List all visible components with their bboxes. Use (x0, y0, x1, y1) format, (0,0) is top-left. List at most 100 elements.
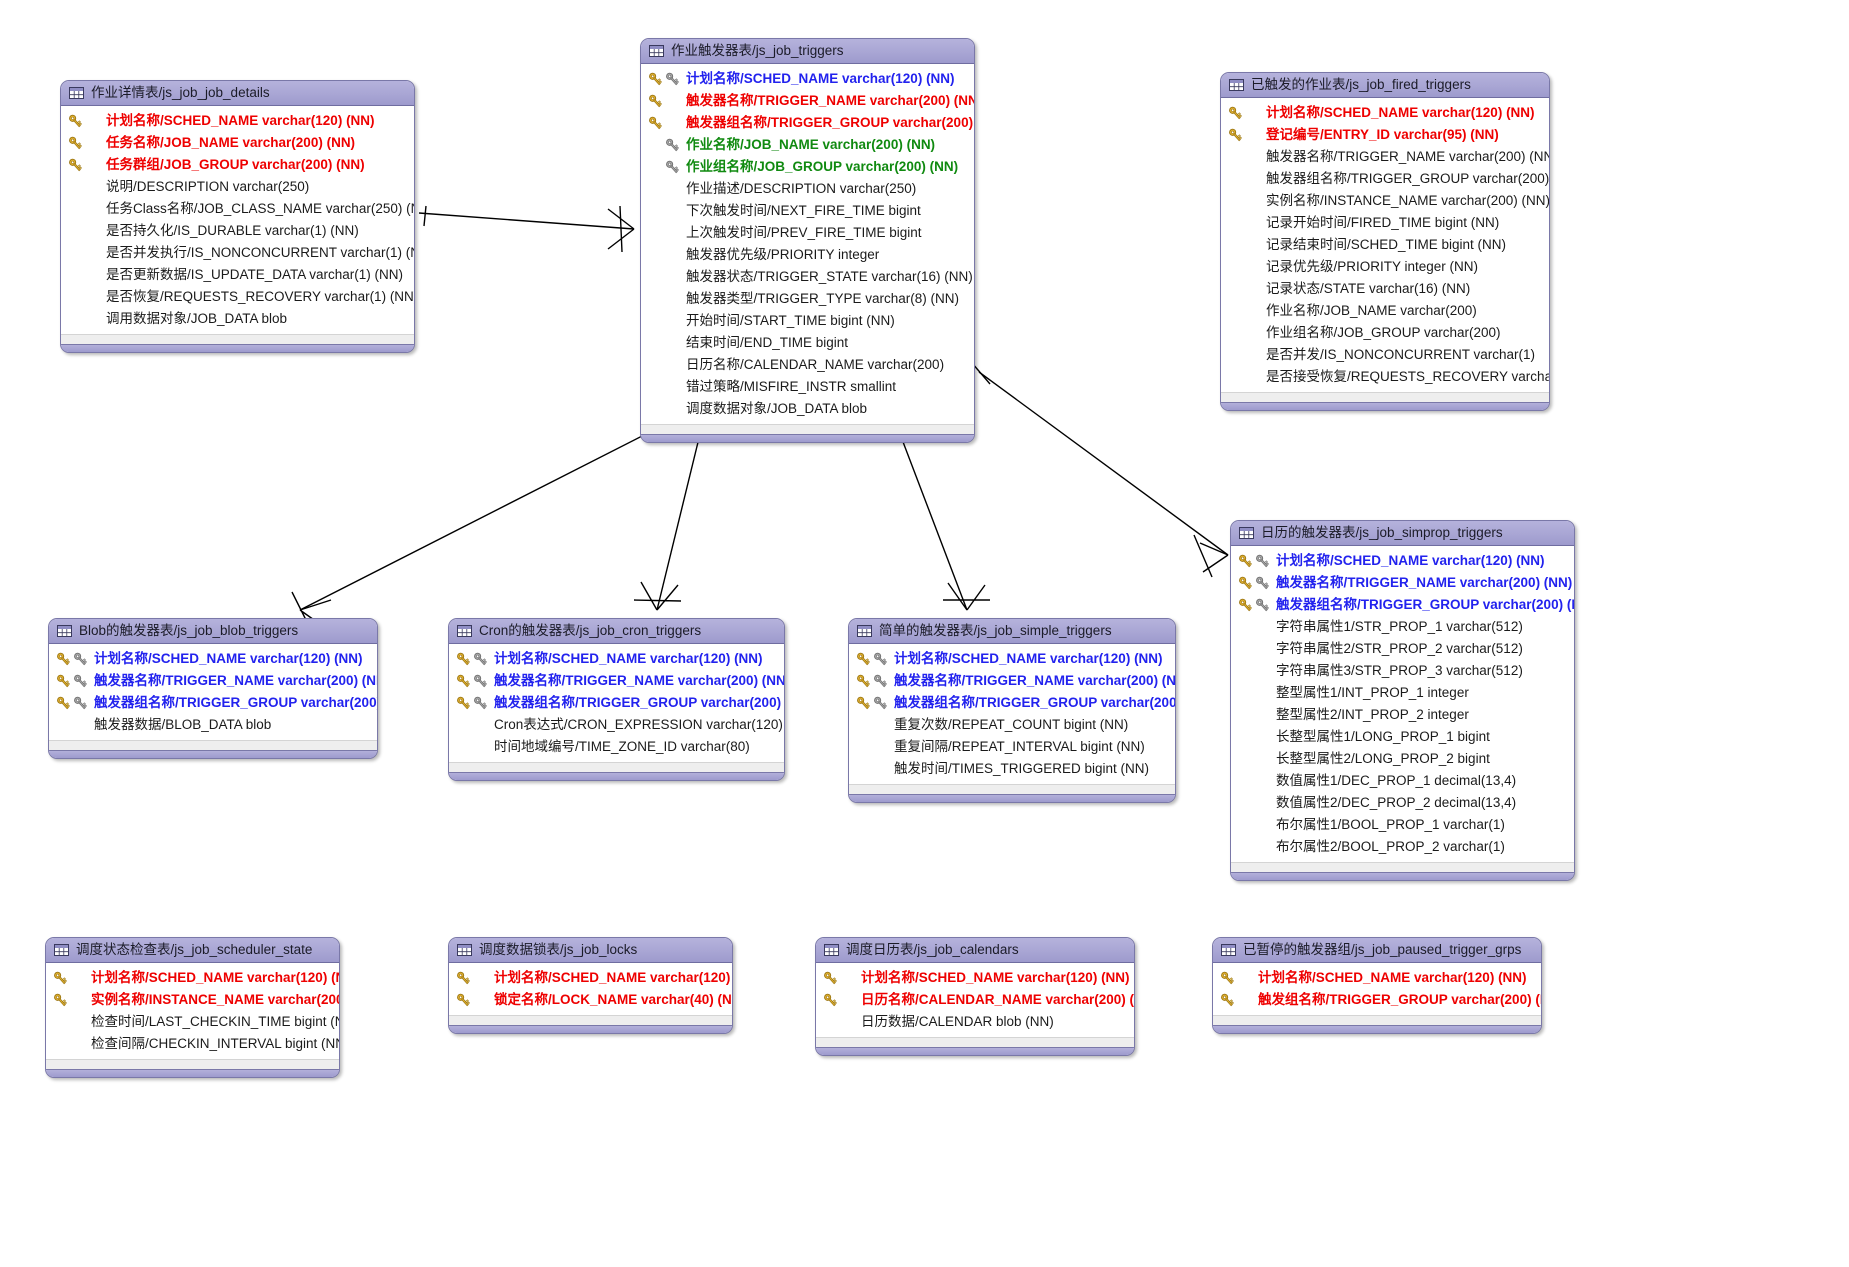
attribute-row[interactable]: 计划名称/SCHED_NAME varchar(120) (NN) (849, 648, 1175, 670)
attribute-row[interactable]: 锁定名称/LOCK_NAME varchar(40) (NN) (449, 989, 732, 1011)
attribute-row[interactable]: 整型属性2/INT_PROP_2 integer (1231, 704, 1574, 726)
attribute-row[interactable]: 是否接受恢复/REQUESTS_RECOVERY varchar(1) (1221, 366, 1549, 388)
attribute-row[interactable]: 触发时间/TIMES_TRIGGERED bigint (NN) (849, 758, 1175, 780)
attribute-row[interactable]: 计划名称/SCHED_NAME varchar(120) (NN) (1221, 102, 1549, 124)
attribute-row[interactable]: 日历名称/CALENDAR_NAME varchar(200) (641, 354, 974, 376)
attribute-row[interactable]: 触发器状态/TRIGGER_STATE varchar(16) (NN) (641, 266, 974, 288)
attribute-row[interactable]: 触发器名称/TRIGGER_NAME varchar(200) (NN) (1231, 572, 1574, 594)
attribute-row[interactable]: 触发器组名称/TRIGGER_GROUP varchar(200) (NN) (449, 692, 784, 714)
attribute-row[interactable]: 触发器组名称/TRIGGER_GROUP varchar(200) (NN) (849, 692, 1175, 714)
entity-job_triggers[interactable]: 作业触发器表/js_job_triggers 计划名称/SCHED_NAME va… (640, 38, 975, 443)
entity-header-job_triggers[interactable]: 作业触发器表/js_job_triggers (641, 39, 974, 64)
attribute-row[interactable]: 触发器数据/BLOB_DATA blob (49, 714, 377, 736)
attribute-row[interactable]: 记录开始时间/FIRED_TIME bigint (NN) (1221, 212, 1549, 234)
entity-scheduler_state[interactable]: 调度状态检查表/js_job_scheduler_state 计划名称/SCHED… (45, 937, 340, 1078)
attribute-row[interactable]: 字符串属性3/STR_PROP_3 varchar(512) (1231, 660, 1574, 682)
attribute-row[interactable]: 重复间隔/REPEAT_INTERVAL bigint (NN) (849, 736, 1175, 758)
attribute-row[interactable]: 是否更新数据/IS_UPDATE_DATA varchar(1) (NN) (61, 264, 414, 286)
attribute-row[interactable]: 说明/DESCRIPTION varchar(250) (61, 176, 414, 198)
entity-calendars[interactable]: 调度日历表/js_job_calendars 计划名称/SCHED_NAME va… (815, 937, 1135, 1056)
entity-header-job_details[interactable]: 作业详情表/js_job_job_details (61, 81, 414, 106)
attribute-row[interactable]: 检查时间/LAST_CHECKIN_TIME bigint (NN) (46, 1011, 339, 1033)
attribute-row[interactable]: 是否持久化/IS_DURABLE varchar(1) (NN) (61, 220, 414, 242)
attribute-row[interactable]: 计划名称/SCHED_NAME varchar(120) (NN) (449, 648, 784, 670)
attribute-row[interactable]: 数值属性2/DEC_PROP_2 decimal(13,4) (1231, 792, 1574, 814)
attribute-row[interactable]: 整型属性1/INT_PROP_1 integer (1231, 682, 1574, 704)
entity-header-paused_trigger_grps[interactable]: 已暂停的触发器组/js_job_paused_trigger_grps (1213, 938, 1541, 963)
attribute-row[interactable]: 数值属性1/DEC_PROP_1 decimal(13,4) (1231, 770, 1574, 792)
attribute-row[interactable]: 作业名称/JOB_NAME varchar(200) (NN) (641, 134, 974, 156)
attribute-row[interactable]: Cron表达式/CRON_EXPRESSION varchar(120) (NN… (449, 714, 784, 736)
attribute-row[interactable]: 计划名称/SCHED_NAME varchar(120) (NN) (641, 68, 974, 90)
entity-simple_triggers[interactable]: 简单的触发器表/js_job_simple_triggers 计划名称/SCHED… (848, 618, 1176, 803)
attribute-row[interactable]: 是否并发/IS_NONCONCURRENT varchar(1) (1221, 344, 1549, 366)
attribute-row[interactable]: 布尔属性1/BOOL_PROP_1 varchar(1) (1231, 814, 1574, 836)
entity-locks[interactable]: 调度数据锁表/js_job_locks 计划名称/SCHED_NAME varch… (448, 937, 733, 1034)
attribute-row[interactable]: 重复次数/REPEAT_COUNT bigint (NN) (849, 714, 1175, 736)
entity-header-fired_triggers[interactable]: 已触发的作业表/js_job_fired_triggers (1221, 73, 1549, 98)
entity-header-locks[interactable]: 调度数据锁表/js_job_locks (449, 938, 732, 963)
attribute-row[interactable]: 计划名称/SCHED_NAME varchar(120) (NN) (61, 110, 414, 132)
attribute-row[interactable]: 下次触发时间/NEXT_FIRE_TIME bigint (641, 200, 974, 222)
attribute-row[interactable]: 调用数据对象/JOB_DATA blob (61, 308, 414, 330)
attribute-row[interactable]: 登记编号/ENTRY_ID varchar(95) (NN) (1221, 124, 1549, 146)
attribute-row[interactable]: 任务群组/JOB_GROUP varchar(200) (NN) (61, 154, 414, 176)
attribute-row[interactable]: 时间地域编号/TIME_ZONE_ID varchar(80) (449, 736, 784, 758)
attribute-row[interactable]: 作业组名称/JOB_GROUP varchar(200) (1221, 322, 1549, 344)
attribute-row[interactable]: 触发器组名称/TRIGGER_GROUP varchar(200) (NN) (49, 692, 377, 714)
attribute-row[interactable]: 触发器组名称/TRIGGER_GROUP varchar(200) (NN) (641, 112, 974, 134)
attribute-row[interactable]: 布尔属性2/BOOL_PROP_2 varchar(1) (1231, 836, 1574, 858)
entity-header-calendars[interactable]: 调度日历表/js_job_calendars (816, 938, 1134, 963)
attribute-row[interactable]: 记录状态/STATE varchar(16) (NN) (1221, 278, 1549, 300)
attribute-row[interactable]: 触发器组名称/TRIGGER_GROUP varchar(200) (NN) (1231, 594, 1574, 616)
attribute-row[interactable]: 计划名称/SCHED_NAME varchar(120) (NN) (816, 967, 1134, 989)
attribute-row[interactable]: 计划名称/SCHED_NAME varchar(120) (NN) (46, 967, 339, 989)
attribute-row[interactable]: 是否恢复/REQUESTS_RECOVERY varchar(1) (NN) (61, 286, 414, 308)
entity-simprop_triggers[interactable]: 日历的触发器表/js_job_simprop_triggers 计划名称/SCHE… (1230, 520, 1575, 881)
attribute-row[interactable]: 作业描述/DESCRIPTION varchar(250) (641, 178, 974, 200)
attribute-row[interactable]: 错过策略/MISFIRE_INSTR smallint (641, 376, 974, 398)
attribute-row[interactable]: 作业组名称/JOB_GROUP varchar(200) (NN) (641, 156, 974, 178)
attribute-row[interactable]: 触发组名称/TRIGGER_GROUP varchar(200) (NN) (1213, 989, 1541, 1011)
entity-paused_trigger_grps[interactable]: 已暂停的触发器组/js_job_paused_trigger_grps 计划名称/… (1212, 937, 1542, 1034)
attribute-row[interactable]: 开始时间/START_TIME bigint (NN) (641, 310, 974, 332)
attribute-row[interactable]: 计划名称/SCHED_NAME varchar(120) (NN) (449, 967, 732, 989)
attribute-row[interactable]: 日历数据/CALENDAR blob (NN) (816, 1011, 1134, 1033)
attribute-row[interactable]: 触发器名称/TRIGGER_NAME varchar(200) (NN) (449, 670, 784, 692)
attribute-row[interactable]: 检查间隔/CHECKIN_INTERVAL bigint (NN) (46, 1033, 339, 1055)
attribute-row[interactable]: 触发器名称/TRIGGER_NAME varchar(200) (NN) (49, 670, 377, 692)
entity-header-scheduler_state[interactable]: 调度状态检查表/js_job_scheduler_state (46, 938, 339, 963)
entity-fired_triggers[interactable]: 已触发的作业表/js_job_fired_triggers 计划名称/SCHED_… (1220, 72, 1550, 411)
attribute-row[interactable]: 字符串属性2/STR_PROP_2 varchar(512) (1231, 638, 1574, 660)
attribute-row[interactable]: 计划名称/SCHED_NAME varchar(120) (NN) (1213, 967, 1541, 989)
attribute-row[interactable]: 长整型属性1/LONG_PROP_1 bigint (1231, 726, 1574, 748)
attribute-row[interactable]: 长整型属性2/LONG_PROP_2 bigint (1231, 748, 1574, 770)
attribute-row[interactable]: 触发器名称/TRIGGER_NAME varchar(200) (NN) (849, 670, 1175, 692)
entity-header-blob_triggers[interactable]: Blob的触发器表/js_job_blob_triggers (49, 619, 377, 644)
attribute-row[interactable]: 结束时间/END_TIME bigint (641, 332, 974, 354)
attribute-row[interactable]: 记录结束时间/SCHED_TIME bigint (NN) (1221, 234, 1549, 256)
entity-header-simprop_triggers[interactable]: 日历的触发器表/js_job_simprop_triggers (1231, 521, 1574, 546)
attribute-row[interactable]: 实例名称/INSTANCE_NAME varchar(200) (NN) (1221, 190, 1549, 212)
attribute-row[interactable]: 触发器名称/TRIGGER_NAME varchar(200) (NN) (641, 90, 974, 112)
entity-job_details[interactable]: 作业详情表/js_job_job_details 计划名称/SCHED_NAME … (60, 80, 415, 353)
entity-header-cron_triggers[interactable]: Cron的触发器表/js_job_cron_triggers (449, 619, 784, 644)
entity-cron_triggers[interactable]: Cron的触发器表/js_job_cron_triggers 计划名称/SCHED… (448, 618, 785, 781)
attribute-row[interactable]: 是否并发执行/IS_NONCONCURRENT varchar(1) (NN) (61, 242, 414, 264)
attribute-row[interactable]: 作业名称/JOB_NAME varchar(200) (1221, 300, 1549, 322)
attribute-row[interactable]: 任务Class名称/JOB_CLASS_NAME varchar(250) (N… (61, 198, 414, 220)
attribute-row[interactable]: 实例名称/INSTANCE_NAME varchar(200) (NN) (46, 989, 339, 1011)
attribute-row[interactable]: 计划名称/SCHED_NAME varchar(120) (NN) (1231, 550, 1574, 572)
entity-header-simple_triggers[interactable]: 简单的触发器表/js_job_simple_triggers (849, 619, 1175, 644)
attribute-row[interactable]: 计划名称/SCHED_NAME varchar(120) (NN) (49, 648, 377, 670)
attribute-row[interactable]: 触发器优先级/PRIORITY integer (641, 244, 974, 266)
attribute-row[interactable]: 触发器类型/TRIGGER_TYPE varchar(8) (NN) (641, 288, 974, 310)
attribute-row[interactable]: 任务名称/JOB_NAME varchar(200) (NN) (61, 132, 414, 154)
entity-blob_triggers[interactable]: Blob的触发器表/js_job_blob_triggers 计划名称/SCHED… (48, 618, 378, 759)
attribute-row[interactable]: 调度数据对象/JOB_DATA blob (641, 398, 974, 420)
attribute-row[interactable]: 记录优先级/PRIORITY integer (NN) (1221, 256, 1549, 278)
attribute-row[interactable]: 字符串属性1/STR_PROP_1 varchar(512) (1231, 616, 1574, 638)
attribute-row[interactable]: 触发器名称/TRIGGER_NAME varchar(200) (NN) (1221, 146, 1549, 168)
attribute-row[interactable]: 触发器组名称/TRIGGER_GROUP varchar(200) (NN) (1221, 168, 1549, 190)
attribute-row[interactable]: 上次触发时间/PREV_FIRE_TIME bigint (641, 222, 974, 244)
